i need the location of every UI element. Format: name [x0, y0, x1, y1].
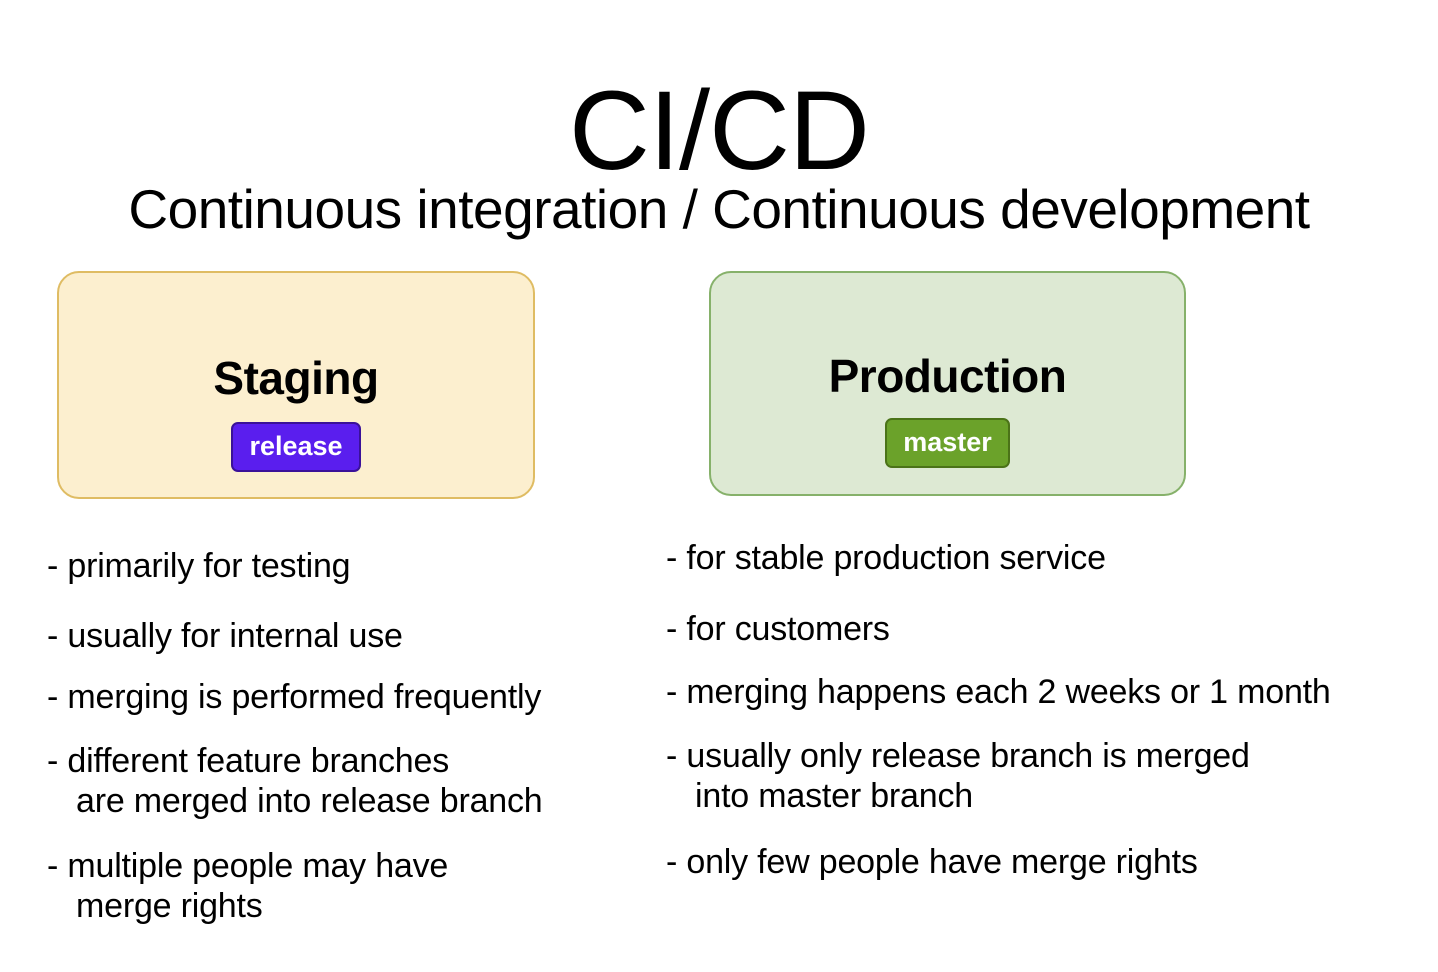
- list-item: - only few people have merge rights: [666, 842, 1396, 882]
- branch-badge-release: release: [231, 422, 361, 472]
- bullet-list-staging: - primarily for testing - usually for in…: [47, 546, 647, 926]
- environment-card-staging: Staging release: [57, 271, 535, 499]
- list-item-continuation: are merged into release branch: [76, 782, 543, 821]
- list-item-line: - multiple people may have: [47, 846, 449, 885]
- list-item-line: - usually only release branch is merged: [666, 737, 1250, 776]
- list-item: - merging is performed frequently: [47, 677, 647, 717]
- environment-card-production: Production master: [709, 271, 1186, 496]
- list-item: - merging happens each 2 weeks or 1 mont…: [666, 672, 1396, 712]
- list-item-line: - usually for internal use: [47, 617, 403, 656]
- list-item: - usually only release branch is merged …: [666, 736, 1396, 816]
- list-item: - different feature branches are merged …: [47, 741, 647, 821]
- list-item-line: - only few people have merge rights: [666, 842, 1198, 881]
- page-subtitle: Continuous integration / Continuous deve…: [128, 177, 1310, 240]
- list-item-line: - merging is performed frequently: [47, 678, 542, 717]
- list-item-line: - merging happens each 2 weeks or 1 mont…: [666, 673, 1331, 712]
- environment-card-title-staging: Staging: [213, 352, 379, 404]
- bullet-list-production: - for stable production service - for cu…: [666, 538, 1396, 882]
- page-title: CI/CD: [569, 68, 870, 194]
- list-item-continuation: merge rights: [76, 886, 263, 925]
- list-item-line: - different feature branches: [47, 742, 450, 781]
- branch-badge-master: master: [885, 418, 1010, 468]
- list-item: - for stable production service: [666, 538, 1396, 578]
- list-item: - primarily for testing: [47, 546, 647, 586]
- list-item-line: - for customers: [666, 610, 890, 649]
- list-item: - usually for internal use: [47, 616, 647, 656]
- list-item: - multiple people may have merge rights: [47, 846, 647, 926]
- environment-card-title-production: Production: [828, 350, 1067, 402]
- list-item: - for customers: [666, 609, 1396, 649]
- list-item-line: - for stable production service: [666, 539, 1106, 577]
- list-item-continuation: into master branch: [695, 777, 973, 816]
- list-item-line: - primarily for testing: [47, 547, 351, 585]
